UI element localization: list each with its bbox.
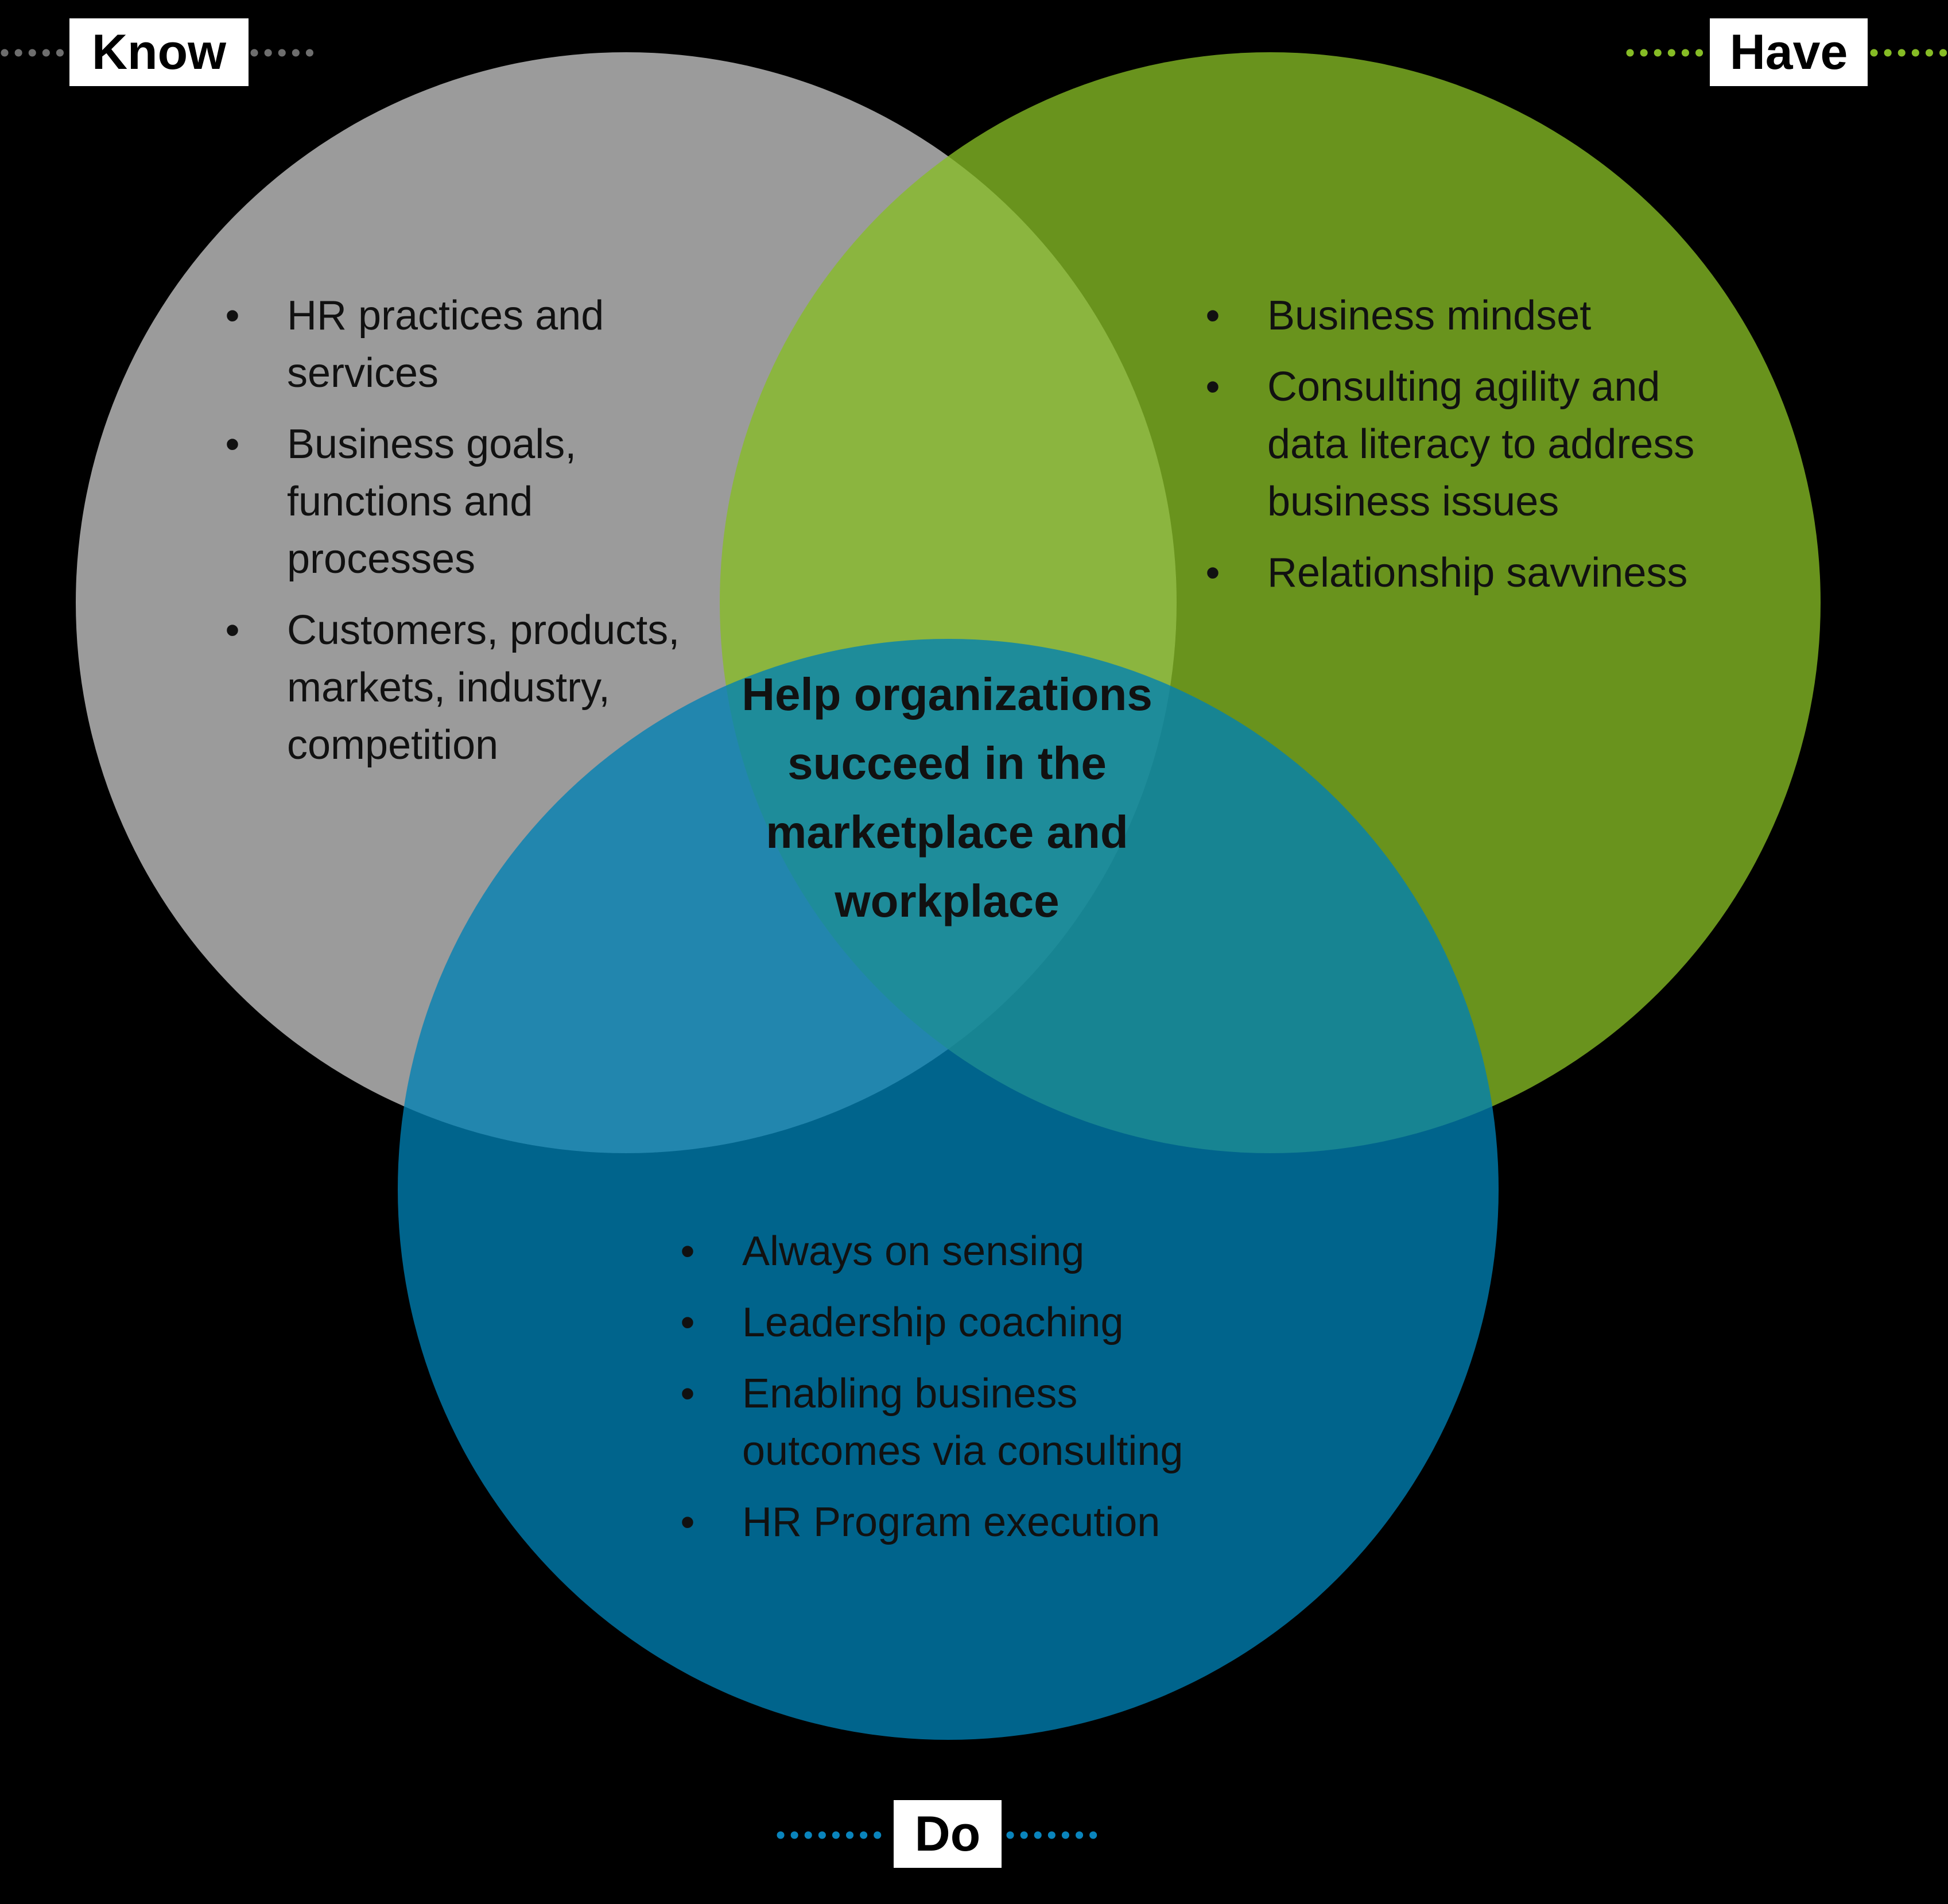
label-do-text: Do xyxy=(914,1806,981,1862)
label-have-text: Have xyxy=(1729,25,1848,80)
list-item: •HR practices and services xyxy=(221,287,720,402)
list-item: •Enabling business outcomes via consulti… xyxy=(676,1365,1250,1480)
label-do: Do xyxy=(894,1800,1002,1868)
list-item: •Consulting agility and data literacy to… xyxy=(1201,358,1747,530)
list-item: •Business goals, functions and processes xyxy=(221,416,720,588)
bullet-icon: • xyxy=(225,421,240,467)
label-have: Have xyxy=(1710,18,1868,86)
bullet-icon: • xyxy=(1205,550,1220,596)
label-know: Know xyxy=(69,18,249,86)
bullet-icon: • xyxy=(225,293,240,339)
bullet-icon: • xyxy=(680,1228,695,1274)
bullet-icon: • xyxy=(1205,293,1220,339)
bullet-icon: • xyxy=(680,1371,695,1417)
circle-do xyxy=(398,639,1499,1740)
list-item: •Business mindset xyxy=(1201,287,1747,344)
list-item: •Customers, products, markets, industry,… xyxy=(221,602,720,774)
bullet-icon: • xyxy=(680,1499,695,1545)
list-item: •Leadership coaching xyxy=(676,1294,1250,1351)
center-intersection-text: Help organizations succeed in the market… xyxy=(742,669,1152,926)
do-items-list: •Always on sensing •Leadership coaching … xyxy=(676,1223,1250,1565)
bullet-icon: • xyxy=(680,1300,695,1345)
list-item: •HR Program execution xyxy=(676,1494,1250,1551)
label-know-text: Know xyxy=(91,25,227,80)
bullet-icon: • xyxy=(225,607,240,653)
bullet-icon: • xyxy=(1205,364,1220,410)
know-items-list: •HR practices and services •Business goa… xyxy=(221,287,720,788)
list-item: •Always on sensing xyxy=(676,1223,1250,1280)
have-items-list: •Business mindset •Consulting agility an… xyxy=(1201,287,1747,615)
list-item: •Relationship savviness xyxy=(1201,544,1747,602)
